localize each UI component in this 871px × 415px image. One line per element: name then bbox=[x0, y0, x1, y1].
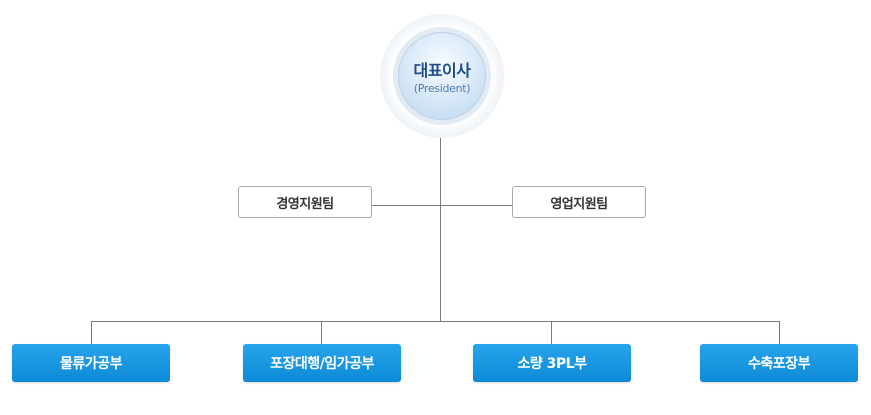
president-node: 대표이사 (President) bbox=[398, 32, 486, 120]
team-sales-support: 영업지원팀 bbox=[512, 186, 646, 218]
president-subtitle: (President) bbox=[413, 82, 471, 95]
dept-shrink-packaging: 수축포장부 bbox=[700, 344, 858, 382]
president-title: 대표이사 bbox=[413, 61, 471, 80]
dept-logistics-processing: 물류가공부 bbox=[12, 344, 170, 382]
dept-packaging-contract: 포장대행/임가공부 bbox=[243, 344, 401, 382]
dept-small-3pl: 소량 3PL부 bbox=[473, 344, 631, 382]
team-management-support: 경영지원팀 bbox=[238, 186, 372, 218]
